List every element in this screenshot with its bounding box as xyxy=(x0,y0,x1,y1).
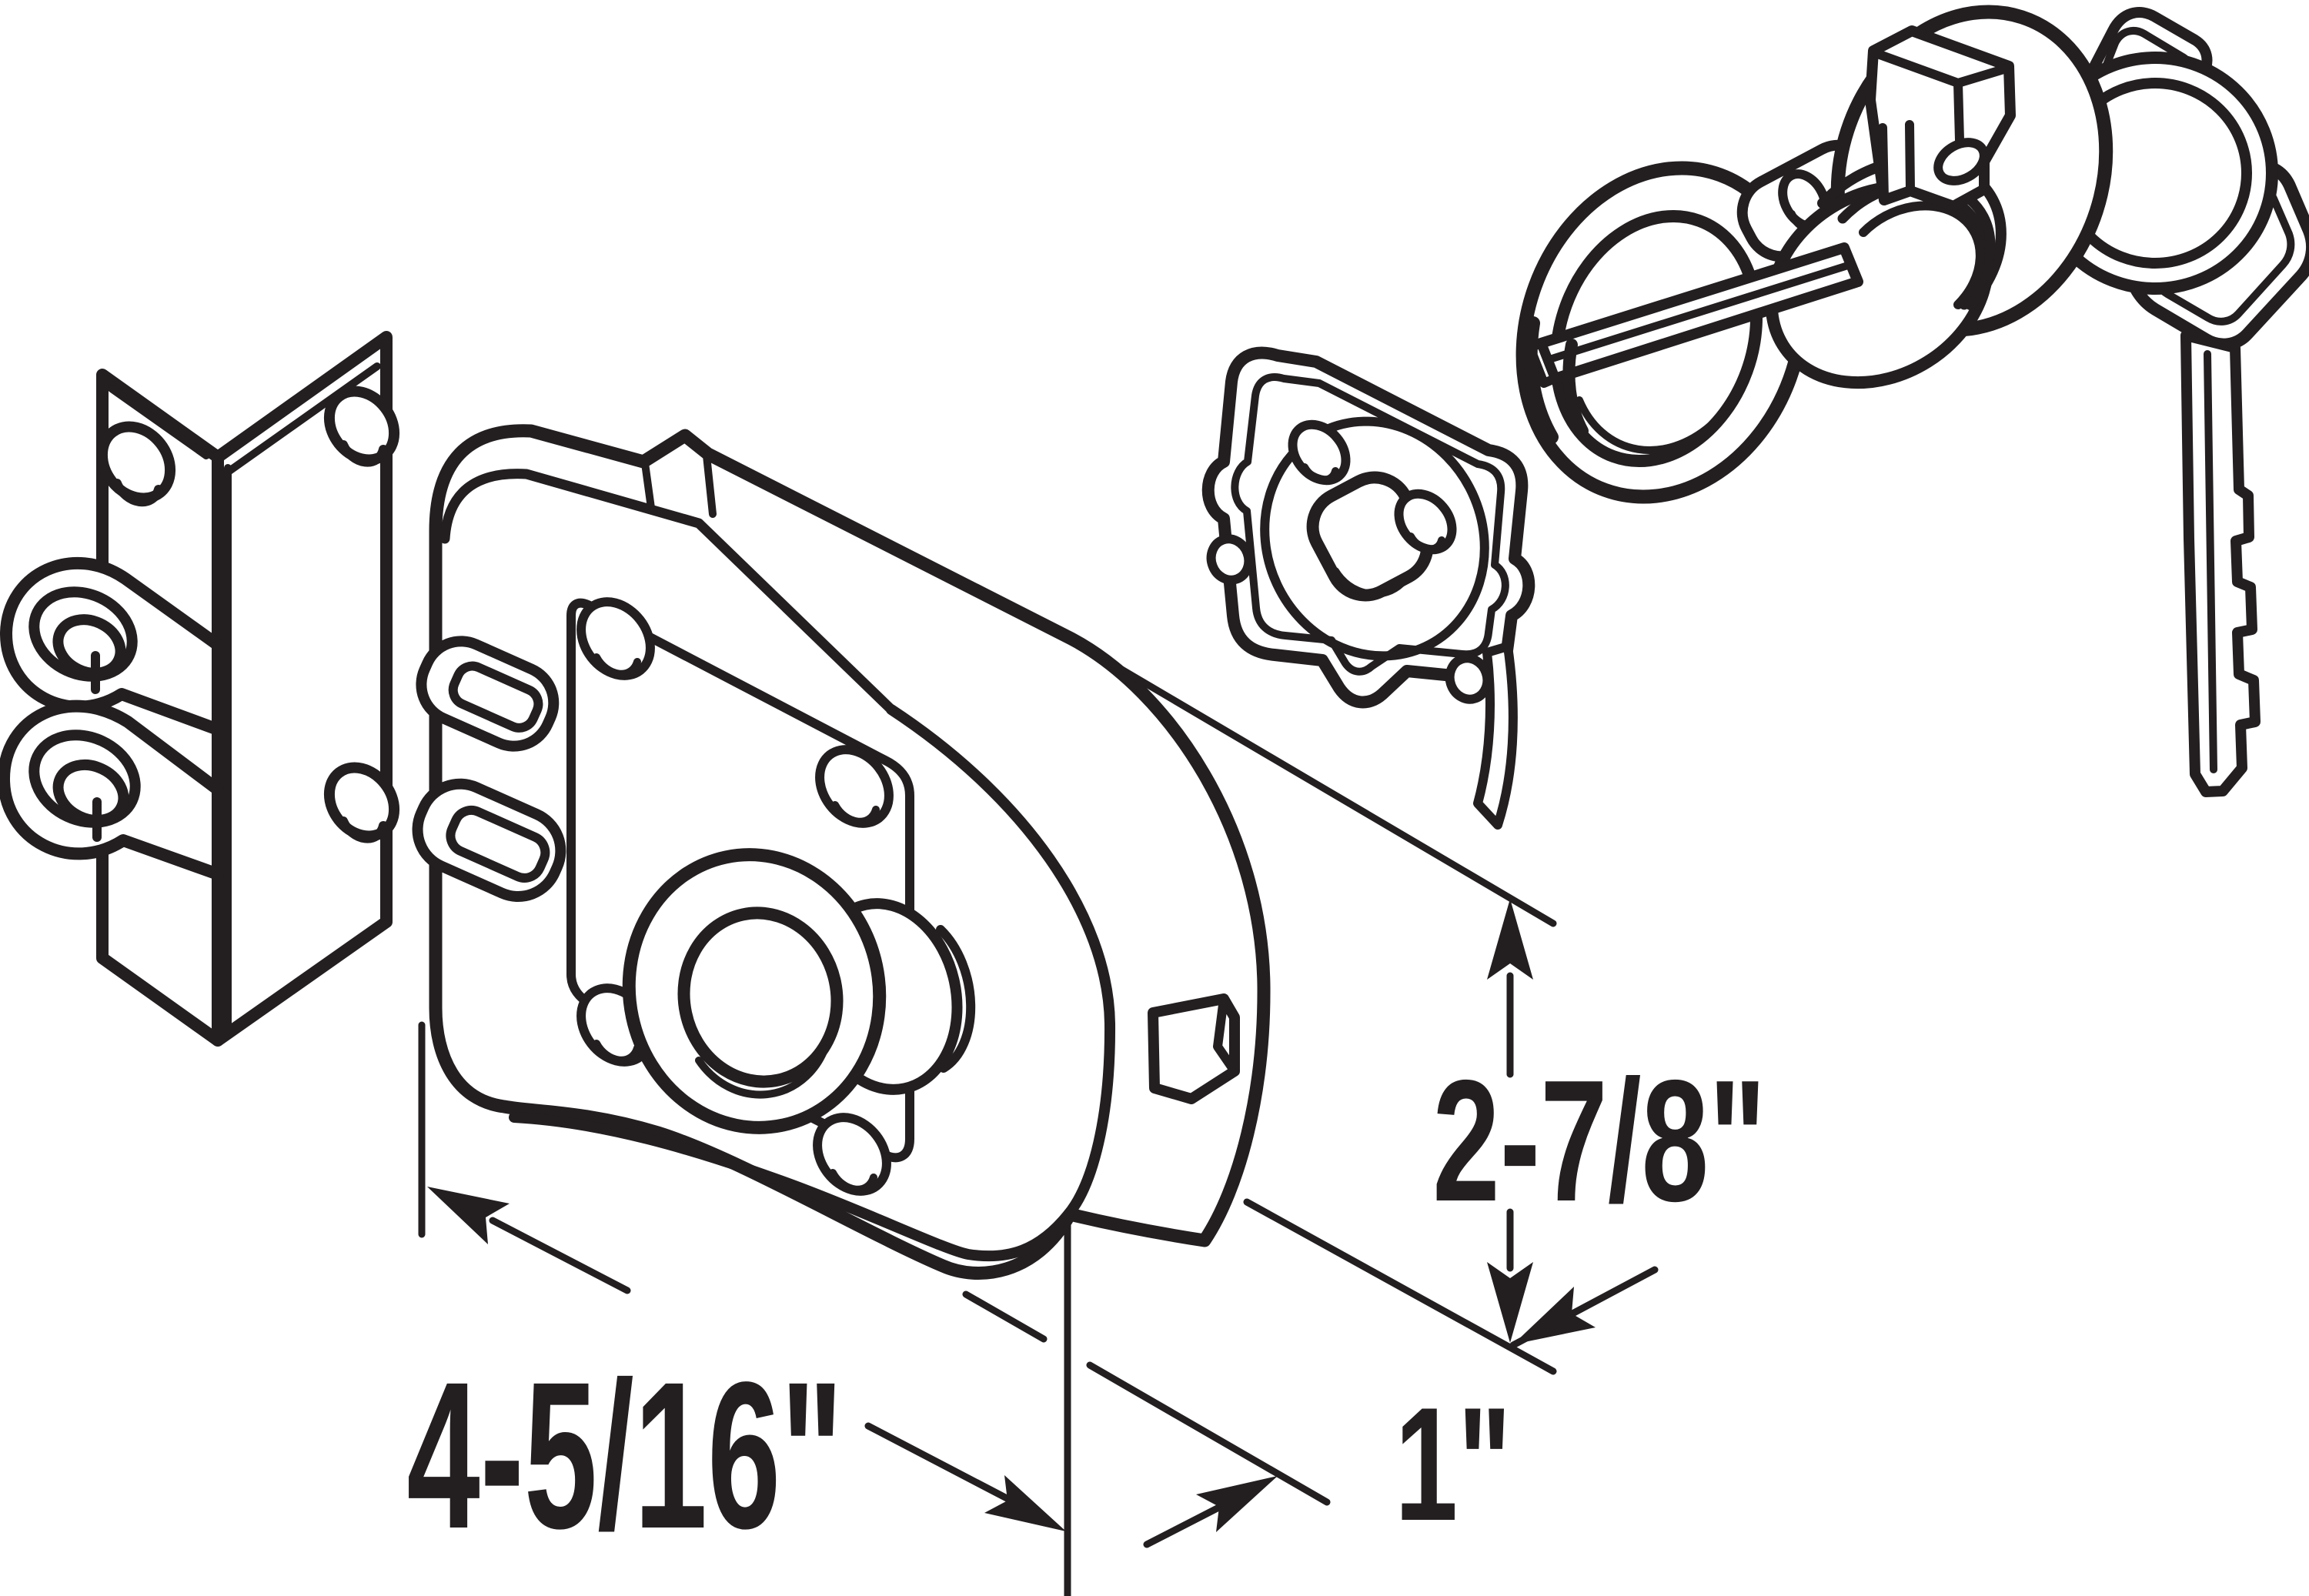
extension-line xyxy=(1108,659,1557,927)
strike-bracket xyxy=(0,331,400,1047)
arrowhead xyxy=(1487,1262,1533,1343)
tailpiece xyxy=(1523,242,1863,444)
dim-width-label: 4-5/16" xyxy=(406,1339,843,1573)
dimension-lines: 4-5/16" 1" 2-7/8" xyxy=(406,659,1766,1596)
cylinder-collar xyxy=(1765,180,1994,389)
arrowhead xyxy=(1513,1287,1596,1344)
dim-height-label: 2-7/8" xyxy=(1432,1044,1766,1237)
arrowhead xyxy=(984,1475,1066,1531)
arrowhead xyxy=(427,1187,510,1244)
extension-line xyxy=(1243,1198,1557,1375)
mounting-plate xyxy=(1201,346,1535,830)
key-front-blade xyxy=(2180,330,2261,797)
dimension-depth: 1" xyxy=(1143,1266,1659,1554)
arrowhead xyxy=(1487,899,1533,980)
arrowhead xyxy=(1196,1476,1278,1532)
lock-cylinder xyxy=(1736,5,2114,389)
dimension-width: 4-5/16" xyxy=(406,1187,1066,1573)
dimension-height: 2-7/8" xyxy=(1432,899,1766,1343)
bolt-slot xyxy=(412,778,566,902)
extension-line xyxy=(962,1290,1331,1506)
deadbolt-lock-body xyxy=(412,424,1271,1280)
dim-depth-label: 1" xyxy=(1395,1374,1511,1554)
bolt-slot xyxy=(416,636,560,752)
